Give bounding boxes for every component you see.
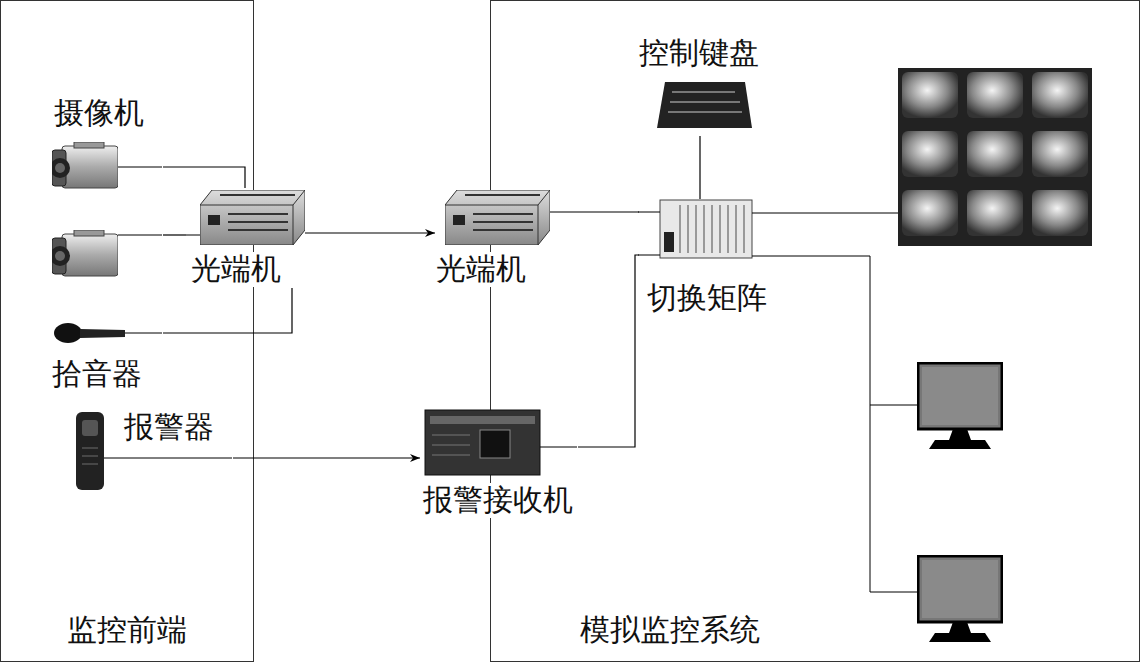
device-label: 光端机: [435, 252, 527, 287]
pickup-device: 拾音器: [51, 319, 163, 397]
signal-wire: [163, 288, 292, 333]
device-label: 拾音器: [51, 357, 143, 392]
signal-arrow: [233, 457, 420, 458]
switch-matrix: 切换矩阵: [639, 199, 773, 319]
optical-terminal: 光端机: [435, 188, 562, 288]
region-label: 模拟监控系统: [579, 613, 761, 648]
region-label: 监控前端: [66, 613, 188, 648]
alarm-sensor: 报警器: [51, 406, 233, 494]
signal-wire: [578, 255, 639, 447]
signal-wire: [163, 167, 245, 188]
device-label: 报警器: [123, 410, 215, 445]
alarm-receiver: 报警接收机: [420, 405, 578, 520]
device-label: 摄像机: [53, 96, 145, 131]
signal-wire: [699, 136, 700, 199]
optical-terminal: 光端机: [186, 188, 312, 288]
signal-wire: [163, 234, 186, 235]
device-label: 光端机: [190, 252, 282, 287]
camera-device: 摄像机: [51, 96, 163, 291]
control-keyboard: 控制键盘: [631, 36, 776, 136]
device-label: 控制键盘: [638, 36, 760, 71]
front-end-region: 监控前端 摄像机拾音器报警器: [0, 0, 254, 662]
signal-arrow: [312, 232, 435, 233]
device-label: 报警接收机: [422, 483, 574, 518]
signal-wire: [562, 211, 639, 212]
device-label: 切换矩阵: [646, 281, 768, 316]
